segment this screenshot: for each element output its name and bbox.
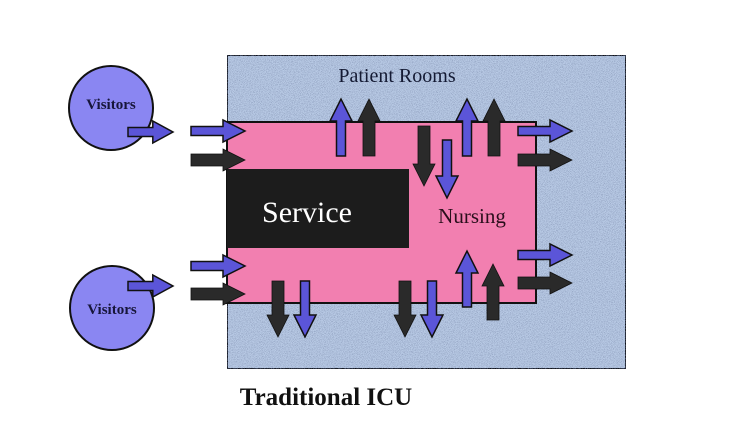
staff-arrow-up-icon — [357, 98, 381, 157]
staff-arrow-right-icon — [517, 148, 573, 172]
traffic-arrows — [127, 97, 574, 339]
visitors-label: Visitors — [86, 97, 136, 113]
visitor-arrow-up-icon — [454, 97, 480, 157]
staff-arrow-right-icon — [517, 271, 573, 295]
visitors-upper: Visitors — [68, 65, 154, 151]
service-label: Service — [262, 196, 352, 229]
nursing-label: Nursing — [438, 204, 506, 228]
visitor-arrow-right-icon — [127, 119, 175, 145]
visitor-arrow-right-icon — [517, 242, 574, 268]
staff-arrow-right-icon — [190, 148, 246, 172]
service-zone — [227, 169, 409, 248]
visitor-arrow-down-icon — [434, 139, 460, 200]
visitor-arrow-up-icon — [328, 97, 354, 157]
staff-arrow-down-icon — [393, 280, 417, 338]
staff-arrow-right-icon — [190, 282, 246, 306]
visitor-arrow-down-icon — [292, 280, 318, 339]
patient-rooms-label: Patient Rooms — [338, 65, 455, 87]
visitors-lower: Visitors — [69, 265, 155, 351]
visitor-arrow-right-icon — [127, 273, 175, 299]
staff-arrow-down-icon — [266, 280, 290, 338]
diagram-title: Traditional ICU — [240, 384, 412, 411]
visitor-arrow-right-icon — [517, 118, 574, 144]
staff-arrow-up-icon — [482, 98, 506, 157]
visitor-arrow-right-icon — [190, 118, 247, 144]
staff-arrow-down-icon — [412, 125, 436, 187]
visitors-label: Visitors — [87, 302, 137, 318]
visitor-arrow-up-icon — [454, 249, 480, 308]
visitor-arrow-down-icon — [419, 280, 445, 339]
visitor-arrow-right-icon — [190, 253, 247, 279]
staff-arrow-up-icon — [481, 263, 505, 321]
